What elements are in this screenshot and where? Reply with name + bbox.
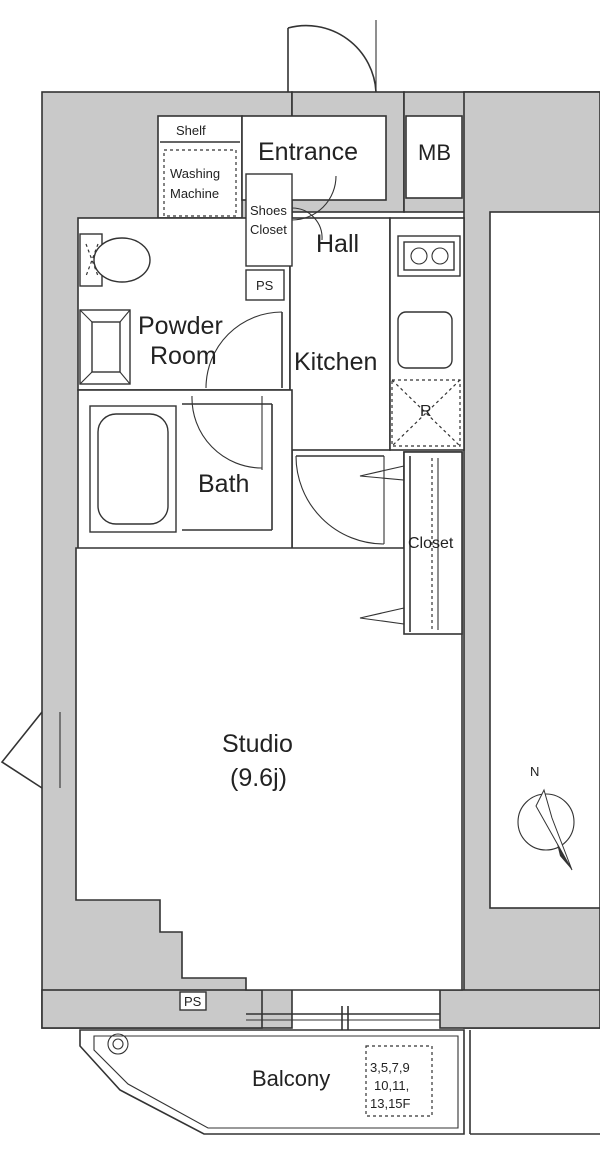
- room-labels: Shelf Washing Machine Entrance MB Shoes …: [138, 123, 454, 1111]
- balcony: [79, 1029, 600, 1135]
- wash-basin: [79, 309, 131, 385]
- ps-upper-label: PS: [256, 278, 274, 293]
- entrance-label: Entrance: [258, 138, 358, 166]
- kitchen-sink: [397, 311, 453, 369]
- ps-lower-label: PS: [184, 994, 202, 1009]
- powder-room-label-2: Room: [150, 342, 217, 370]
- studio-door[interactable]: [295, 455, 385, 545]
- studio-label: Studio: [222, 730, 293, 758]
- hall-label: Hall: [316, 230, 359, 258]
- washing-machine-label-2: Machine: [170, 186, 219, 201]
- floor-numbers-line-1: 3,5,7,9: [370, 1060, 410, 1075]
- mb-label: MB: [418, 140, 451, 165]
- entrance-door[interactable]: [287, 20, 377, 93]
- floor-numbers-line-2: 10,11,: [374, 1078, 409, 1093]
- compass: N: [517, 764, 575, 871]
- ps-upper-box: [245, 269, 285, 301]
- refrigerator-label: R: [420, 403, 432, 420]
- ps-lower-box: [179, 991, 207, 1011]
- bath-label: Bath: [198, 470, 249, 498]
- floor-numbers-line-3: 13,15F: [370, 1096, 411, 1111]
- closet-label: Closet: [408, 535, 454, 552]
- balcony-window[interactable]: [246, 1006, 440, 1030]
- powder-room-door[interactable]: [205, 311, 283, 389]
- left-side-door[interactable]: [0, 711, 61, 789]
- bath-door[interactable]: [191, 395, 263, 470]
- interior-rooms: [75, 115, 465, 991]
- compass-north-label: N: [530, 764, 539, 779]
- shelf-label: Shelf: [176, 123, 206, 138]
- powder-room-label-1: Powder: [138, 312, 223, 340]
- refrigerator-space: [391, 379, 461, 447]
- stove: [397, 235, 461, 277]
- balcony-label: Balcony: [252, 1066, 330, 1091]
- bath-tub: [89, 403, 273, 533]
- toilet: [79, 233, 151, 287]
- studio-size-label: (9.6j): [230, 764, 287, 792]
- washing-machine-label-1: Washing: [170, 166, 220, 181]
- shoes-closet-label-1: Shoes: [250, 203, 287, 218]
- shoes-closet-unit: [245, 173, 337, 267]
- shelf-area: [160, 141, 240, 217]
- closet-unit: [359, 456, 439, 632]
- kitchen-label: Kitchen: [294, 348, 377, 376]
- shoes-closet-label-2: Closet: [250, 222, 287, 237]
